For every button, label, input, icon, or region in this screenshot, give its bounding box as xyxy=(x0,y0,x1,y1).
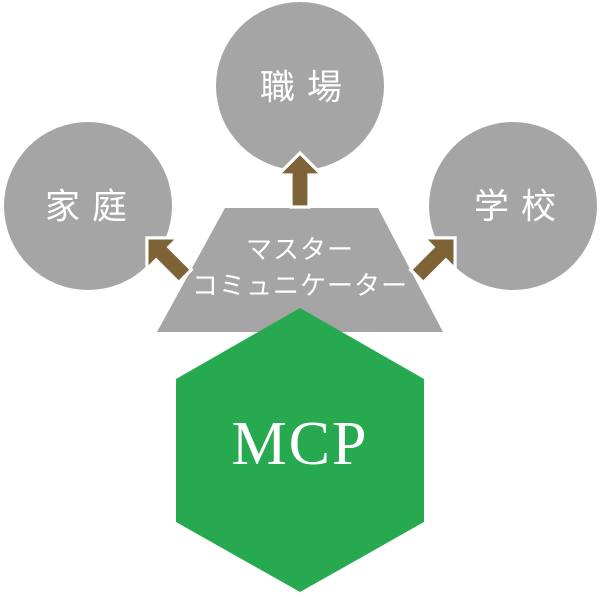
arrow-up-right-icon xyxy=(408,236,457,285)
circle-home-label: 家庭 xyxy=(45,188,139,227)
circle-home xyxy=(4,122,172,290)
arrow-up-icon xyxy=(274,150,326,209)
trapezoid-label-line2: コミュニケーター xyxy=(192,272,408,301)
trapezoid-communicator xyxy=(157,208,443,332)
hexagon-mcp-label: MCP xyxy=(232,410,369,478)
circle-workplace xyxy=(216,2,384,170)
trapezoid-label-line1: マスター xyxy=(246,236,354,265)
arrow-up-left-icon xyxy=(145,236,194,285)
circle-school xyxy=(429,122,597,290)
circle-school-label: 学校 xyxy=(474,188,568,227)
circle-workplace-label: 職場 xyxy=(260,69,354,108)
hexagon-mcp xyxy=(176,308,424,592)
